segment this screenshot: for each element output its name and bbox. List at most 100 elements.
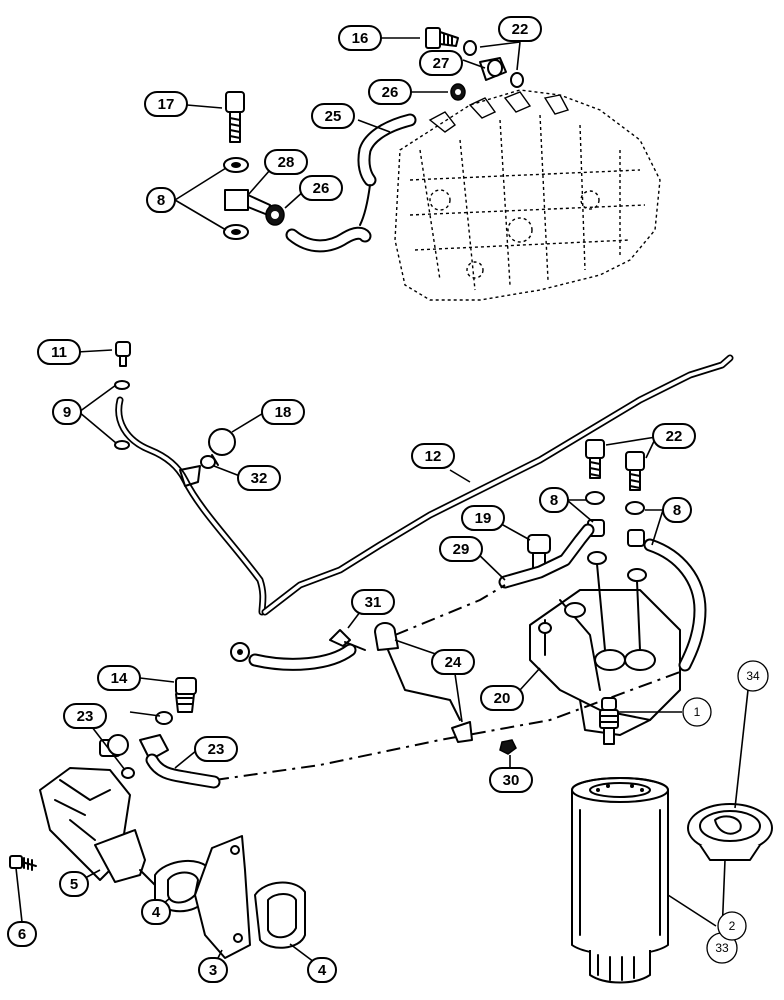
washer-thirty-two: [200, 455, 216, 469]
callout-label: 20: [494, 690, 511, 707]
return-hose-top: [357, 113, 417, 226]
banjo-fitting-left: [224, 189, 271, 216]
callout-4-left: 4: [141, 899, 171, 925]
callout-label: 24: [445, 654, 462, 671]
callout-label: 27: [433, 55, 450, 72]
callout-30: 30: [489, 767, 533, 793]
washer-hole-lower: [231, 229, 241, 235]
washer-filter-1: [585, 491, 605, 505]
sealing-washer-lower-a: [155, 711, 173, 725]
callout-6: 6: [7, 921, 37, 947]
callout-29: 29: [439, 536, 483, 562]
callout-label: 1: [694, 705, 701, 719]
callout-14-lower: 14: [97, 665, 141, 691]
callout-8-top: 8: [146, 187, 176, 213]
hose-clamp-left: [265, 204, 285, 226]
engine-block-outline: [394, 89, 661, 301]
callout-label: 5: [70, 876, 78, 893]
callout-20: 22: [652, 423, 696, 449]
callout-22-top: 22: [498, 16, 542, 42]
callout-9: 9: [52, 399, 82, 425]
callout-label: 18: [275, 404, 292, 421]
banjo-bolt-top: [425, 27, 459, 49]
steel-fuel-line-left: [115, 396, 267, 616]
callout-label: 22: [666, 428, 683, 445]
callout-label: 3: [209, 962, 217, 979]
callout-label: 30: [503, 772, 520, 789]
washer-filter-3: [587, 551, 607, 565]
callout-17: 18: [261, 399, 305, 425]
washer-nine-a: [114, 380, 130, 390]
callout-26-top: 26: [368, 79, 412, 105]
callout-label: 31: [365, 594, 382, 611]
callout-label: 17: [158, 96, 175, 113]
fuel-hose-eyelet: [230, 642, 357, 671]
callout-label: 9: [63, 404, 71, 421]
callout-14-top: 16: [338, 25, 382, 51]
pump-bolt: [9, 855, 37, 871]
callout-label: 33: [715, 941, 729, 955]
callout-label: 4: [152, 904, 161, 921]
banjo-bolt-left: [225, 91, 245, 143]
banjo-fitting-filter-right: [627, 529, 645, 547]
sealing-washer-lower-b: [121, 767, 135, 779]
callout-label: 2: [729, 919, 736, 933]
callout-label: 6: [18, 926, 26, 943]
callout-label: 8: [157, 192, 165, 209]
callout-label: 22: [512, 21, 529, 38]
fuel-hose-filter-in: [498, 523, 595, 589]
callout-4-right: 4: [307, 957, 337, 983]
callout-18: 20: [480, 685, 524, 711]
callout-label: 4: [318, 962, 327, 979]
callout-label: 19: [475, 510, 492, 527]
washer-filter-2: [625, 501, 645, 515]
callout-25: 25: [311, 103, 355, 129]
routing-line-lower: [214, 671, 681, 781]
washer-nine-b: [114, 440, 130, 450]
line-bracket: [179, 465, 201, 487]
callout-24: 24: [431, 649, 475, 675]
callout-label: 16: [352, 30, 369, 47]
sealing-washer-top-a: [463, 40, 477, 56]
washer-hole-upper: [231, 162, 241, 168]
fuel-transfer-pump: [39, 734, 156, 886]
callout-label: 8: [673, 502, 681, 519]
nut-thirty: [499, 739, 517, 755]
callout-label: 23: [208, 741, 225, 758]
drain-valve: [599, 697, 619, 745]
callout-27: 27: [419, 50, 463, 76]
callout-label: 26: [382, 84, 399, 101]
filter-head-bolt-right: [625, 451, 645, 491]
callout-31: 31: [351, 589, 395, 615]
callout-8-mid-left: 8: [539, 487, 569, 513]
callout-11: 11: [37, 339, 81, 365]
fitting-cap: [208, 428, 236, 466]
callout-label: 11: [51, 344, 67, 361]
callout-label: 32: [251, 470, 268, 487]
routing-line-upper: [394, 584, 506, 636]
steel-fuel-line-long: [261, 354, 734, 616]
callout-26-left: 26: [299, 175, 343, 201]
callout-label: 34: [746, 669, 760, 683]
banjo-fitting-lower: [139, 734, 169, 761]
fuel-hose-lower: [145, 753, 221, 789]
pump-spacer-plate: [194, 835, 251, 959]
banjo-fitting-top: [479, 57, 507, 81]
callout-34: 34: [737, 660, 769, 692]
callout-1: 1: [682, 697, 712, 727]
filter-head-bolt-left: [585, 439, 605, 479]
fuel-filter-cartridge: [571, 777, 669, 984]
callout-5: 5: [59, 871, 89, 897]
callout-32: 32: [237, 465, 281, 491]
sediment-bowl: [687, 803, 773, 861]
callout-label: 26: [313, 180, 330, 197]
return-hose-lower: [285, 226, 372, 253]
fuel-hose-filter-out: [643, 538, 707, 672]
washer-filter-4: [627, 568, 647, 582]
bolt-small: [115, 341, 131, 367]
callout-label: 14: [111, 670, 128, 687]
hose-bracket-clamp: [374, 622, 473, 743]
bolt-axis-lines: [596, 563, 641, 651]
callout-label: 25: [325, 108, 342, 125]
